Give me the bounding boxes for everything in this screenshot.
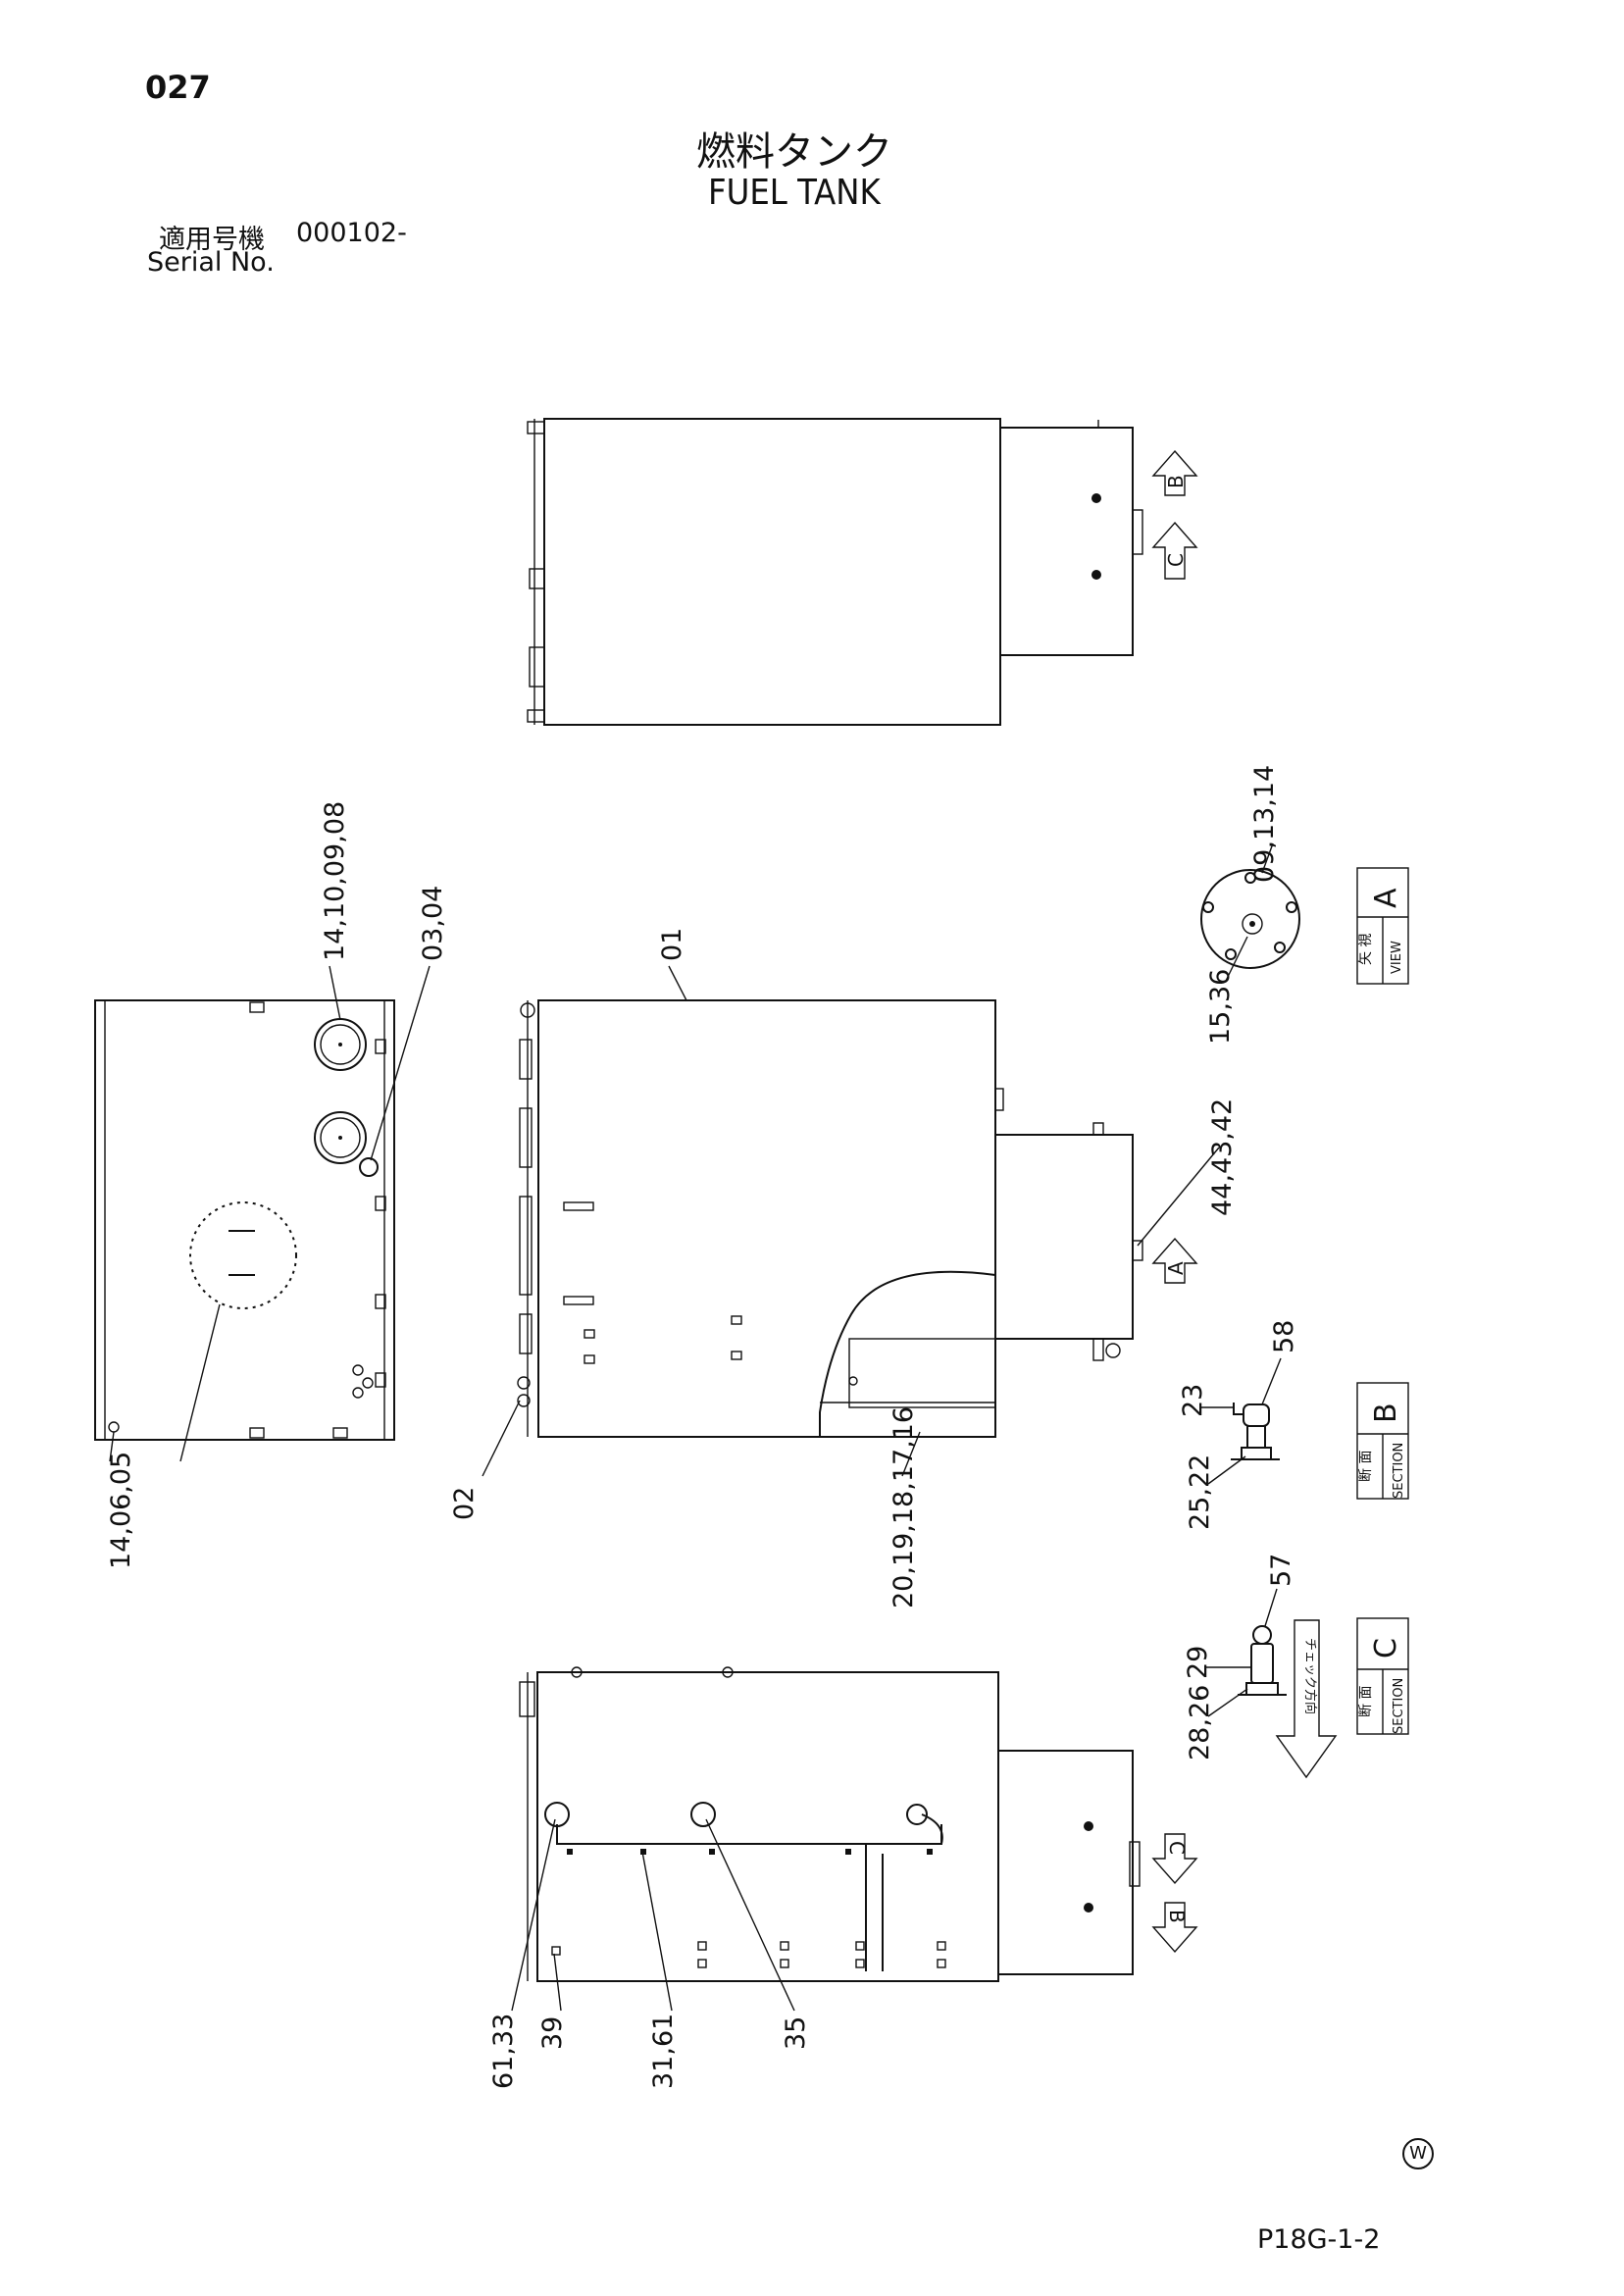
drawing-code: P18G-1-2 [1257,2224,1381,2255]
callout-main-top: 01 [657,928,687,961]
callout-left-bottom: 14,06,05 [106,1452,136,1569]
section-c-jp-label: 断 面 [1358,1686,1374,1717]
serial-label-english: Serial No. [147,247,275,278]
w-marker-icon: W [1402,2138,1434,2169]
callout-labels: 14,10,09,08 03,04 14,06,05 01 02 20,19,1… [106,765,1299,2089]
title-japanese: 燃料タンク [696,129,892,175]
arrow-b-bottom-label: B [1165,1910,1189,1923]
bottom-view: C B [511,1666,1198,2012]
left-view [94,965,431,1462]
main-front-view: A [482,965,1220,1477]
section-c-letter: C [1369,1638,1403,1658]
callout-main-bottom-mid: 20,19,18,17,16 [888,1406,919,1608]
callout-bottom-view-4: 35 [781,2016,811,2050]
check-direction-label: チェック方向 [1302,1638,1318,1714]
callout-section-c-mid: 29 [1183,1646,1213,1679]
top-view: B C [527,418,1198,726]
arrow-c-bottom-label: C [1165,1841,1189,1855]
serial-label-japanese: 適用号機 [159,225,265,255]
callout-section-c-top: 57 [1266,1554,1296,1587]
callout-section-c-bottom: 28,26 [1185,1685,1215,1760]
section-b-detail: B 断 面 SECTION [1201,1357,1409,1500]
callout-main-right: 44,43,42 [1207,1098,1238,1216]
callout-left-top-right: 03,04 [418,886,448,961]
callout-section-b-bottom: 25,22 [1185,1454,1215,1530]
callout-view-a-top: 09,13,14 [1249,765,1280,883]
callout-bottom-view-1: 61,33 [488,2014,519,2089]
callout-left-top: 14,10,09,08 [320,801,350,961]
arrow-a-label: A [1164,1261,1188,1275]
view-a-detail: A 矢 視 VIEW [1200,842,1409,985]
section-b-jp-label: 断 面 [1358,1451,1374,1482]
view-a-letter: A [1369,888,1403,908]
callout-bottom-view-3: 31,61 [648,2014,679,2089]
callout-section-b-mid: 23 [1178,1384,1208,1417]
view-a-en-label: VIEW [1390,941,1404,974]
section-c-en-label: SECTION [1392,1678,1406,1734]
page-number: 027 [145,69,211,106]
arrow-c-label: C [1164,553,1188,567]
section-b-letter: B [1369,1403,1403,1423]
view-a-jp-label: 矢 視 [1358,934,1374,965]
title-english: FUEL TANK [708,173,881,213]
callout-main-bottom-left: 02 [449,1487,480,1520]
section-c-detail: チェック方向 C 断 面 SECTION [1206,1588,1409,1779]
serial-value: 000102- [296,218,407,248]
callout-bottom-view-2: 39 [537,2016,568,2050]
arrow-b-label: B [1164,475,1188,488]
section-b-en-label: SECTION [1392,1443,1406,1499]
callout-section-b-top: 58 [1269,1320,1299,1353]
callout-view-a-bottom: 15,36 [1205,969,1236,1045]
